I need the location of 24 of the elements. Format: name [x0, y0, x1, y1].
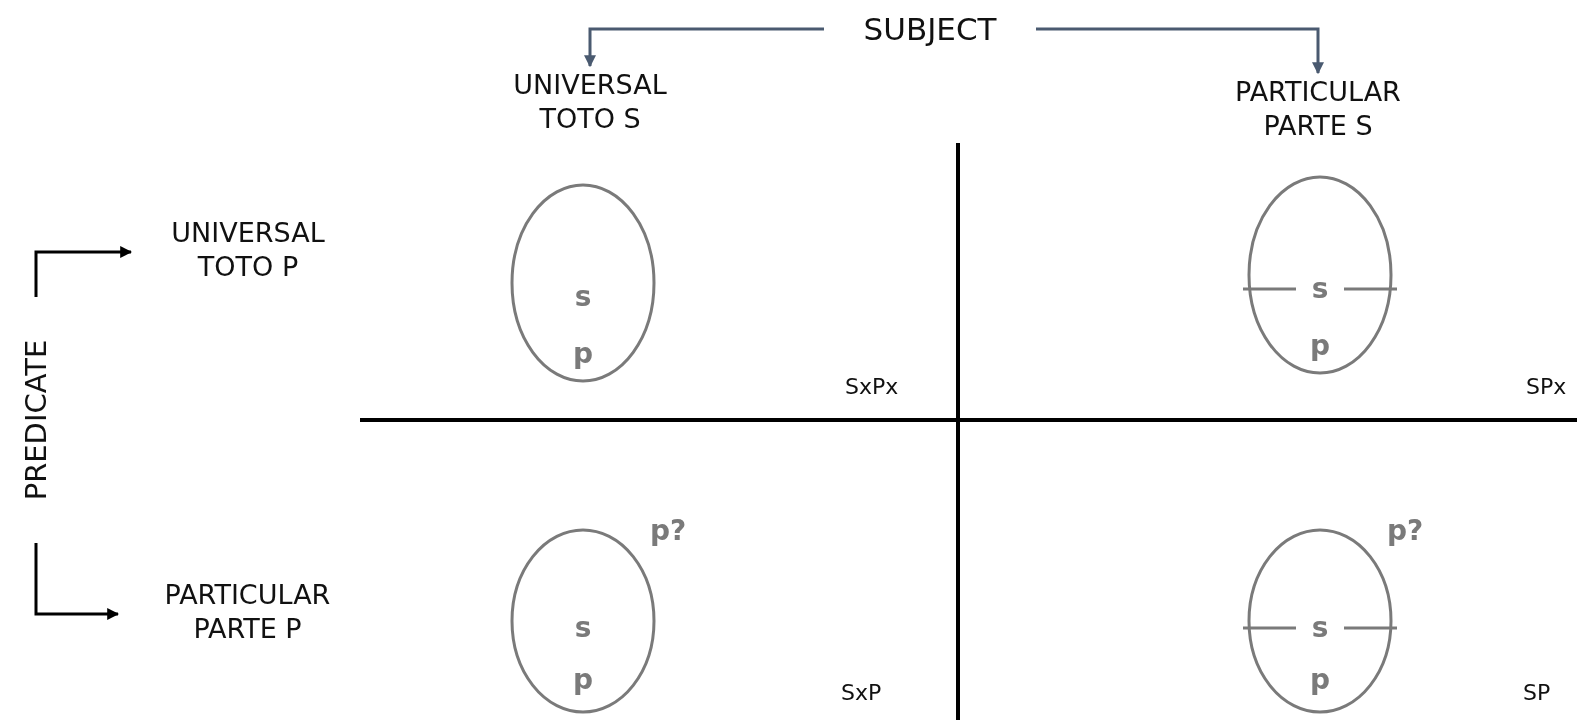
term-letter: s [573, 611, 593, 644]
quadrant-label: SxP [841, 680, 882, 705]
term-letter: p [1308, 329, 1331, 362]
axis-title: PREDICATE [18, 338, 54, 503]
category-label: PARTICULAR PARTE S [1234, 75, 1402, 143]
arrow [1036, 27, 1324, 75]
category-label: UNIVERSAL TOTO P [170, 216, 326, 284]
arrow [584, 27, 824, 68]
arrow [34, 246, 133, 297]
arrow [34, 543, 120, 620]
quadrant-label: SP [1523, 680, 1551, 705]
term-letter: p [571, 337, 594, 370]
term-letter: p [571, 663, 594, 696]
quadrant-label: SPx [1526, 374, 1567, 399]
term-note: p? [650, 514, 687, 547]
quadrant-label: SxPx [845, 374, 899, 399]
category-label: UNIVERSAL TOTO S [512, 68, 668, 136]
term-letter: p [1308, 663, 1331, 696]
term-letter: s [1310, 272, 1330, 305]
axis-title: SUBJECT [862, 10, 998, 49]
term-letter: s [1310, 611, 1330, 644]
term-note: p? [1387, 514, 1424, 547]
category-label: PARTICULAR PARTE P [163, 578, 332, 646]
term-letter: s [573, 280, 593, 313]
